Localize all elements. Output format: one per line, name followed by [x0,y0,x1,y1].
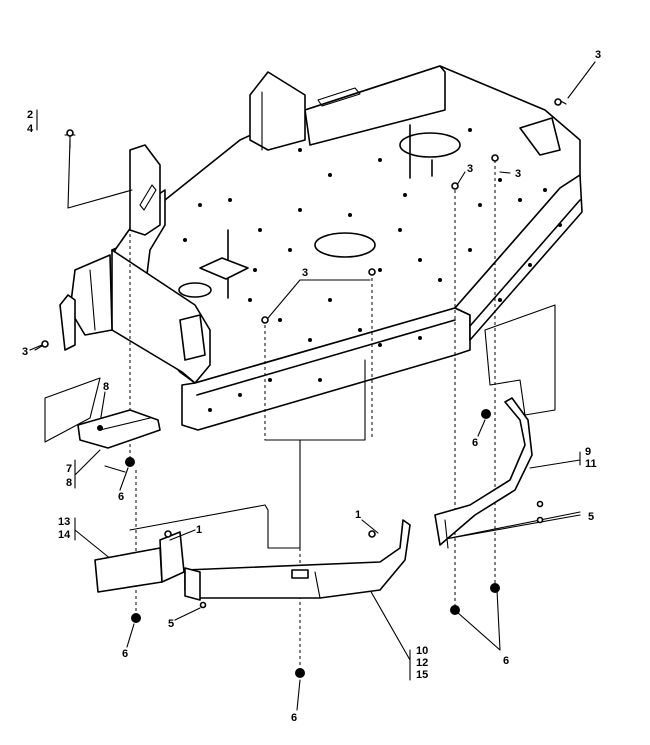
callout-12: 12 [416,657,428,669]
callout-3-left: 3 [22,346,28,358]
callout-6-right: 6 [472,437,478,449]
callout-3-top-right: 3 [595,49,601,61]
callout-7: 7 [66,463,72,475]
discharge-chute [184,519,411,601]
mower-deck-housing [59,65,583,431]
mount-bracket [77,409,161,449]
callout-leaders [34,345,486,711]
callout-9: 9 [585,446,591,458]
callout-8-bracket: 8 [103,381,109,393]
chute-hinge-bracket [94,531,185,593]
callout-3-center: 3 [302,267,308,279]
callout-6-bottom-right: 6 [503,655,509,667]
chute-deflector [434,397,533,549]
callout-6-bottom: 6 [291,712,297,724]
callout-3-right-small: 3 [515,168,521,180]
callout-13: 13 [58,516,70,528]
callout-1-center: 1 [355,509,361,521]
callout-labels: 2 4 3 3 3 3 3 8 7 8 6 6 9 11 13 14 1 1 5… [22,49,601,724]
callout-4: 4 [27,123,34,135]
callout-10: 10 [416,645,428,657]
callout-5-left: 5 [168,618,174,630]
callout-6-left: 6 [118,491,124,503]
callout-15: 15 [416,669,428,681]
callout-14: 14 [58,529,71,541]
callout-5-right: 5 [588,511,594,523]
callout-1-left: 1 [196,524,202,536]
callout-8: 8 [66,477,72,489]
callout-11: 11 [585,458,597,470]
callout-3-center-right: 3 [467,163,473,175]
callout-2: 2 [27,109,33,121]
fasteners [41,98,567,678]
callout-6-bottom-left: 6 [122,648,128,660]
